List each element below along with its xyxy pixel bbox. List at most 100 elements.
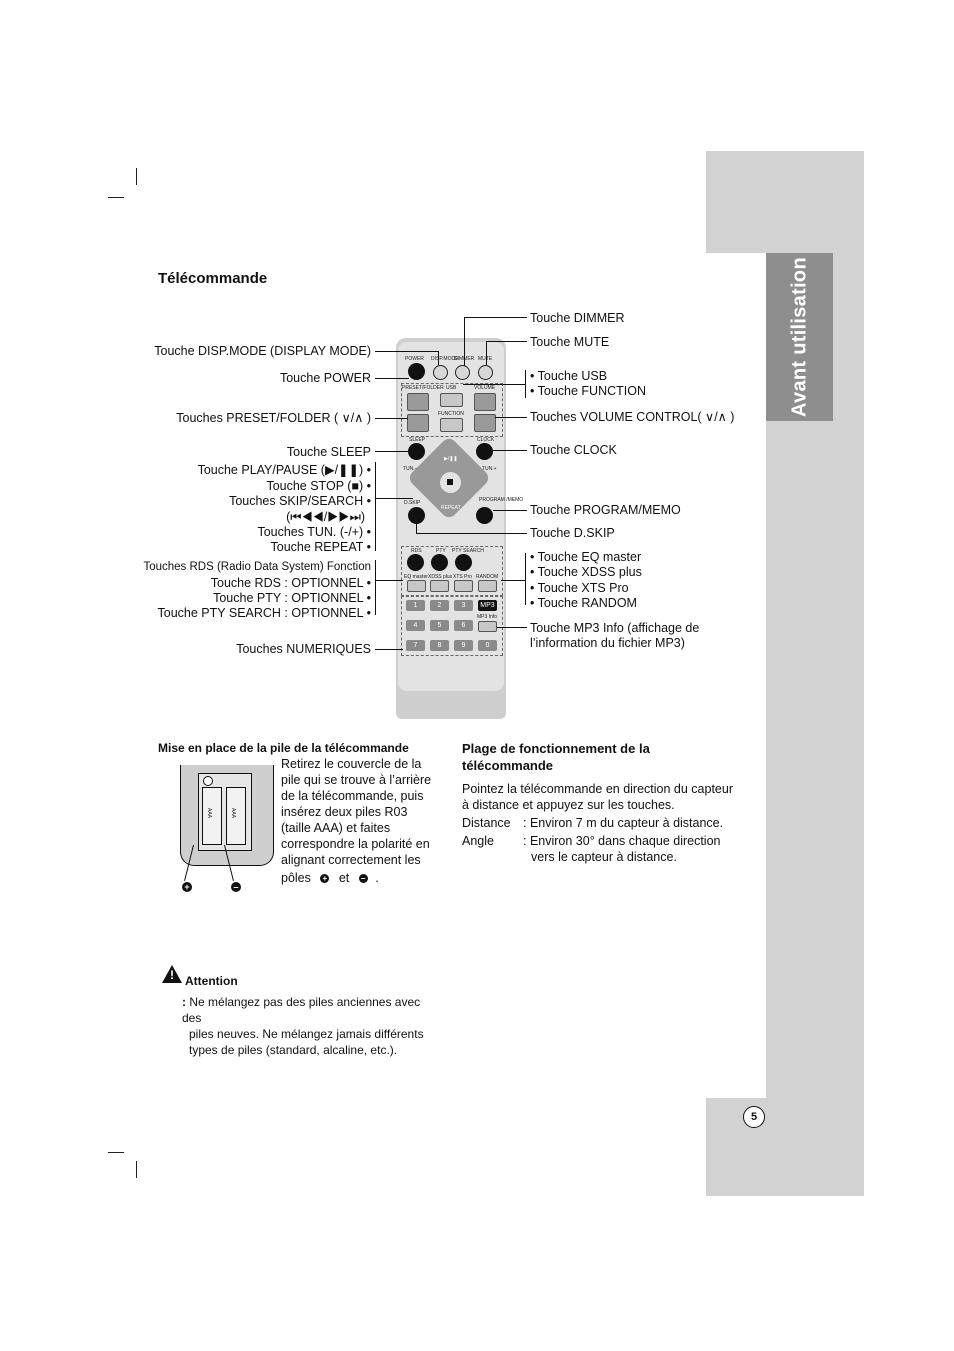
leader-line — [375, 462, 376, 551]
callout-label: Touches RDS (Radio Data System) Fonction — [143, 561, 371, 573]
warning-icon: ! — [162, 965, 182, 983]
section-tab-label: Avant utilisation — [788, 257, 810, 417]
xts-pro-key — [454, 580, 473, 592]
dskip-key — [408, 507, 425, 524]
text-line: Retirez le couvercle de la — [281, 757, 422, 771]
distance-row: Distance : Environ 7 m du capteur à dist… — [462, 815, 752, 833]
volume-up-key — [474, 393, 496, 411]
angle-value: vers le capteur à distance. — [531, 850, 677, 864]
leader-line — [525, 553, 526, 605]
callout-label: Touche STOP (■) • — [266, 479, 371, 493]
callout-label: Touche PLAY/PAUSE (▶/❚❚) • — [197, 463, 371, 477]
mp3-info-key — [478, 621, 497, 632]
callout-label: Touche DISP.MODE (DISPLAY MODE) — [154, 344, 371, 358]
remote-key-label: TUN.+ — [482, 466, 497, 472]
text-line: à distance et appuyez sur les touches. — [462, 798, 675, 812]
power-key — [408, 363, 425, 380]
remote-key-label: PROGRAM /MEMO — [479, 497, 524, 503]
callout-label: • Touche XDSS plus — [530, 565, 642, 579]
leader-line — [375, 580, 403, 581]
battery-section-title: Mise en place de la pile de la télécomma… — [158, 741, 409, 755]
remote-key-label: XDSS plus — [428, 574, 453, 580]
clock-key — [476, 443, 493, 460]
callout-label: Touche PTY SEARCH : OPTIONNEL • — [157, 606, 371, 620]
leader-line — [438, 351, 439, 365]
number-key: 3 — [454, 600, 473, 611]
remote-key-label: DISP.MODE — [431, 356, 459, 362]
remote-key-label: REPEAT — [441, 505, 461, 511]
callout-label: Touche CLOCK — [530, 443, 617, 457]
section-tab: Avant utilisation — [766, 253, 833, 421]
remote-key-label: RDS — [411, 548, 422, 554]
leader-line — [501, 580, 525, 581]
disp-mode-key — [433, 365, 448, 380]
callout-label: Touche PROGRAM/MEMO — [530, 503, 681, 517]
callout-label: Touches TUN. (-/+) • — [257, 525, 371, 539]
callout-label: Touche MUTE — [530, 335, 610, 349]
angle-row: Angle : Environ 30° dans chaque directio… — [462, 833, 752, 849]
crop-mark — [136, 168, 137, 185]
range-section-title: Plage de fonctionnement de la télécomman… — [462, 740, 650, 774]
callout-label: • Touche XTS Pro — [530, 581, 629, 595]
rds-key — [407, 554, 424, 571]
usb-key — [440, 393, 463, 407]
leader-line — [463, 384, 525, 385]
remote-key-label: USB — [446, 385, 457, 391]
leader-line — [375, 451, 409, 452]
remote-key-label: VOLUME — [474, 385, 496, 391]
program-key — [476, 507, 493, 524]
sidebar-band — [706, 1098, 864, 1196]
text-fragment: Ne mélangez pas des piles anciennes avec… — [182, 995, 421, 1025]
crop-mark — [108, 1152, 124, 1153]
remote-key-label: CLOCK — [477, 437, 495, 443]
warning-icon-glyph: ! — [170, 968, 174, 982]
sidebar-band — [706, 151, 864, 253]
leader-line — [416, 533, 527, 534]
callout-label: Touches SKIP/SEARCH • — [229, 494, 371, 508]
battery-spring — [203, 776, 213, 786]
minus-pole-icon: – — [231, 882, 241, 892]
number-key: 0 — [478, 640, 497, 651]
leader-line — [493, 450, 527, 451]
eq-master-key — [407, 580, 426, 592]
callout-label: Touche D.SKIP — [530, 526, 615, 540]
remote-key-label: PTY — [436, 548, 446, 554]
number-key: 7 — [406, 640, 425, 651]
crop-mark — [136, 1161, 137, 1178]
leader-line — [493, 510, 527, 511]
callout-label: Touches VOLUME CONTROL( ∨/∧ ) — [530, 410, 735, 424]
number-key: 4 — [406, 620, 425, 631]
callout-label: (⏮◀◀/▶▶⏭) — [286, 510, 365, 524]
callout-label: • Touche USB — [530, 369, 608, 383]
callout-label: Touche PTY : OPTIONNEL • — [213, 591, 371, 605]
text-fragment: et — [338, 871, 350, 885]
text-line: piles neuves. Ne mélangez jamais différe… — [189, 1027, 424, 1041]
callout-label: Touche SLEEP — [286, 445, 371, 459]
title-line: télécommande — [462, 758, 554, 773]
remote-key-label: FUNCTION — [438, 411, 464, 417]
callout-label: Touche POWER — [279, 371, 371, 385]
text-line: Pointez la télécommande en direction du … — [462, 782, 733, 796]
callout-label: Touche RDS : OPTIONNEL • — [210, 576, 371, 590]
battery-label: AAA — [230, 807, 237, 819]
text-line: de la télécommande, puis — [281, 789, 424, 803]
number-key: 1 — [406, 600, 425, 611]
attention-colon: : — [182, 995, 186, 1009]
text-line: : Ne mélangez pas des piles anciennes av… — [182, 994, 442, 1026]
distance-value: : Environ 7 m du capteur à distance. — [523, 816, 724, 830]
remote-key-label: RANDOM — [476, 574, 499, 580]
stop-icon — [447, 479, 453, 485]
battery-label: AAA — [206, 807, 213, 819]
leader-line — [375, 498, 413, 499]
function-key — [440, 418, 463, 432]
mute-key — [478, 365, 493, 380]
callout-label: Touches PRESET/FOLDER ( ∨/∧ ) — [176, 411, 371, 425]
mp3-key: MP3 — [478, 600, 497, 611]
callout-label: Touche REPEAT • — [270, 540, 372, 554]
leader-line — [495, 417, 527, 418]
key-group-frame — [401, 546, 503, 596]
distance-label: Distance — [462, 816, 511, 830]
remote-key-label: PTY SEARCH — [452, 548, 484, 554]
dimmer-key — [455, 365, 470, 380]
text-line: types de piles (standard, alcaline, etc.… — [189, 1043, 398, 1057]
